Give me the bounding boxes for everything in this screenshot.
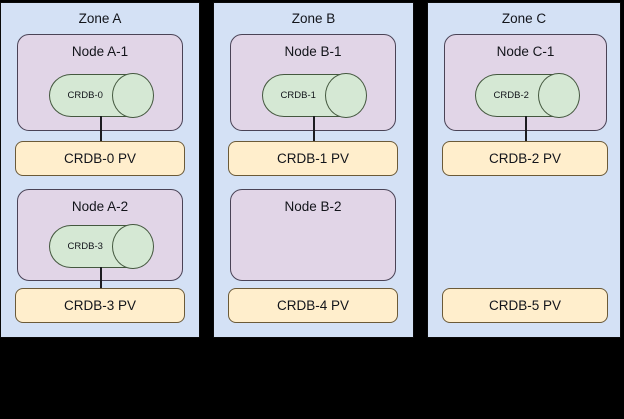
persistent-volume-pv-crdb-4: CRDB-4 PV [228,288,398,323]
volume-label: CRDB-5 PV [488,297,561,313]
database-cylinder-crdb-3: CRDB-3 [49,224,154,269]
zone-title: Zone B [291,11,336,26]
node-to-volume-connector [313,116,315,142]
node-title: Node B-1 [284,44,342,59]
volume-label: CRDB-4 PV [276,297,349,313]
database-label: CRDB-0 [67,89,103,101]
database-label: CRDB-2 [493,89,529,101]
node-title: Node A-2 [71,199,129,214]
persistent-volume-pv-crdb-2: CRDB-2 PV [442,141,608,176]
cylinder-cap [538,73,580,118]
persistent-volume-pv-crdb-3: CRDB-3 PV [15,288,185,323]
node-title: Node C-1 [496,44,555,59]
node-title: Node B-2 [284,199,342,214]
node-to-volume-connector [100,116,102,142]
cylinder-cap [112,224,154,269]
database-cylinder-crdb-1: CRDB-1 [262,73,367,118]
volume-label: CRDB-1 PV [276,150,349,166]
volume-label: CRDB-2 PV [488,150,561,166]
node-title: Node A-1 [71,44,129,59]
volume-label: CRDB-0 PV [63,150,136,166]
persistent-volume-pv-crdb-1: CRDB-1 PV [228,141,398,176]
database-cylinder-crdb-2: CRDB-2 [475,73,580,118]
cylinder-cap [325,73,367,118]
database-label: CRDB-3 [67,240,103,252]
database-cylinder-crdb-0: CRDB-0 [49,73,154,118]
node-box-node-b-2: Node B-2 [230,189,396,281]
node-to-volume-connector [525,116,527,142]
zone-title: Zone C [501,11,547,26]
volume-label: CRDB-3 PV [63,297,136,313]
persistent-volume-pv-crdb-5: CRDB-5 PV [442,288,608,323]
database-label: CRDB-1 [280,89,316,101]
zone-title: Zone A [78,11,122,26]
node-to-volume-connector [100,267,102,289]
cylinder-cap [112,73,154,118]
persistent-volume-pv-crdb-0: CRDB-0 PV [15,141,185,176]
